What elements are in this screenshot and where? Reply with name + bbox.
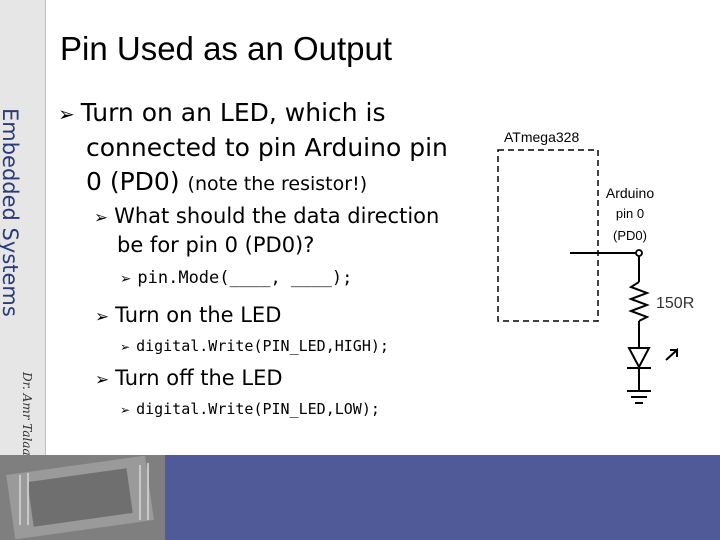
arrow-bullet-icon: ➢: [120, 340, 131, 354]
code-text: digital.Write(PIN_LED,LOW);: [136, 400, 380, 418]
led-symbol: [627, 347, 651, 370]
bullet-note: (note the resistor!): [187, 173, 368, 195]
bullet-led-intro: ➢Turn on an LED, which is connected to p…: [58, 96, 448, 201]
bullet-text: 0 (PD0): [86, 167, 180, 196]
bullet-turn-on: ➢Turn on the LED: [95, 301, 281, 330]
arrow-bullet-icon: ➢: [120, 403, 131, 417]
bullet-text: connected to pin Arduino pin: [86, 133, 448, 162]
bullet-turn-off: ➢Turn off the LED: [95, 364, 283, 393]
chip-photo-image: [0, 455, 165, 540]
author-label: Dr. Amr Talaat: [20, 372, 34, 461]
bullet-data-direction: ➢What should the data direction be for p…: [94, 202, 440, 259]
resistor-label: 150R: [656, 295, 694, 312]
pin-label: Arduino: [606, 185, 654, 201]
bullet-text: Turn on the LED: [115, 303, 282, 327]
bullet-text: Turn off the LED: [115, 366, 283, 390]
light-emission-icon: [665, 347, 678, 361]
pin-terminal: [635, 249, 643, 257]
pin-label: (PD0): [613, 228, 647, 243]
chip-outline: [497, 149, 599, 322]
arrow-bullet-icon: ➢: [58, 102, 75, 126]
bullet-text: What should the data direction: [114, 204, 440, 228]
bullet-write-low: ➢ digital.Write(PIN_LED,LOW);: [120, 398, 380, 421]
arrow-bullet-icon: ➢: [94, 207, 109, 227]
bullet-text: Turn on an LED, which is: [80, 98, 386, 127]
bullet-pinmode: ➢ pin.Mode(____, ____);: [120, 266, 352, 291]
code-text: digital.Write(PIN_LED,HIGH);: [136, 337, 389, 355]
led-circuit-diagram: ATmega328 Arduino pin 0 (PD0) 150R: [497, 129, 694, 404]
side-label: Embedded Systems: [0, 108, 22, 317]
arrow-bullet-icon: ➢: [120, 271, 132, 287]
bullet-write-high: ➢ digital.Write(PIN_LED,HIGH);: [120, 335, 389, 358]
arrow-bullet-icon: ➢: [95, 306, 110, 326]
pin-label: pin 0: [616, 206, 644, 221]
code-text: pin.Mode(____, ____);: [137, 268, 353, 288]
slide-title: Pin Used as an Output: [60, 30, 393, 67]
arrow-bullet-icon: ➢: [95, 369, 110, 389]
resistor-symbol: [628, 281, 650, 322]
left-sidebar: [0, 0, 46, 455]
chip-label: ATmega328: [504, 129, 579, 145]
bullet-text: be for pin 0 (PD0)?: [117, 233, 315, 257]
